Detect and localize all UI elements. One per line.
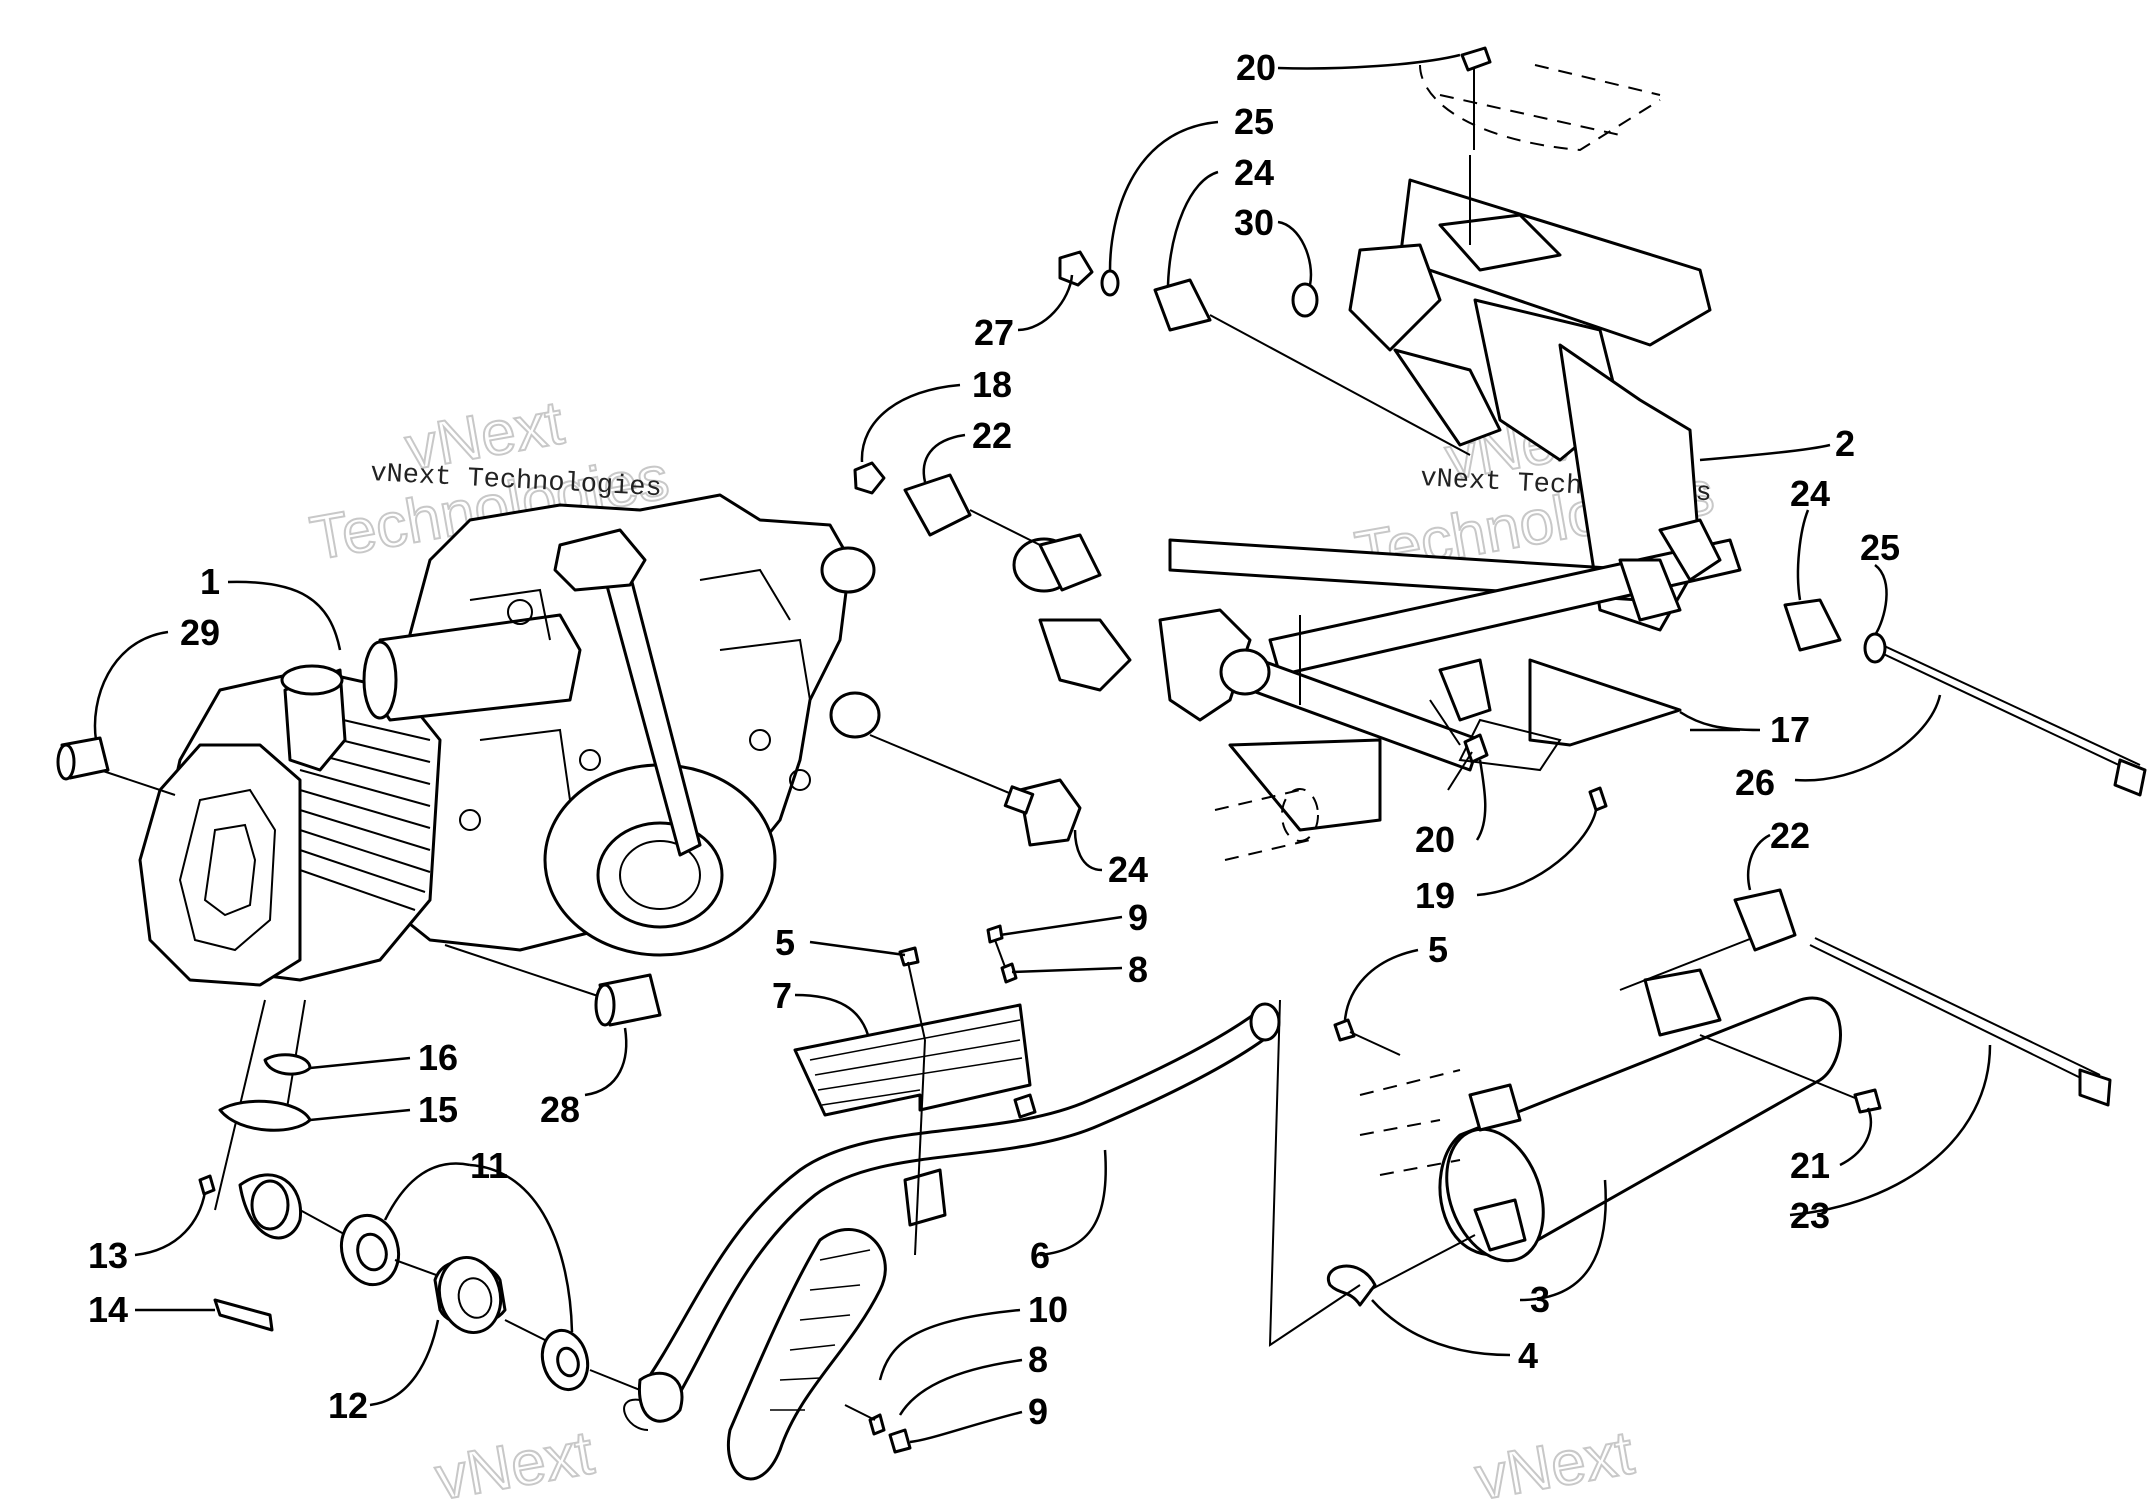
callout-18: 18	[972, 364, 1012, 405]
callout-2: 2	[1835, 423, 1855, 464]
part-21-bolt	[1699, 1034, 1882, 1114]
part-8-lower-leader-line	[844, 1404, 876, 1421]
callout-8-lower: 8	[1028, 1339, 1048, 1380]
part-27-nut	[1058, 250, 1094, 287]
part-22-bottom-bushing	[1733, 888, 1797, 952]
part-25-top-washer	[1100, 269, 1120, 297]
callout-4: 4	[1518, 1335, 1538, 1376]
part-9-lower-screw	[888, 1428, 912, 1454]
callout-3: 3	[1530, 1279, 1550, 1320]
callout-24-engine: 24	[1108, 849, 1148, 890]
part-23-bolt	[1809, 937, 2112, 1107]
part-19-screw	[1588, 786, 1608, 812]
callout-24-right: 24	[1790, 473, 1830, 514]
engine-assembly	[99, 493, 1051, 1001]
part-4-clamp	[1326, 1234, 1476, 1307]
part-28-bushing	[594, 973, 662, 1027]
callout-9-upper: 9	[1128, 897, 1148, 938]
callout-7: 7	[772, 975, 792, 1016]
callout-25-top: 25	[1234, 101, 1274, 142]
callout-17: 17	[1770, 709, 1810, 750]
part-12-coupler	[433, 1255, 507, 1335]
callout-23: 23	[1790, 1195, 1830, 1236]
part-15-flange	[218, 1099, 312, 1132]
callout-8-upper: 8	[1128, 949, 1148, 990]
callout-5-right: 5	[1428, 929, 1448, 970]
part-24-right-bushing	[1783, 598, 1842, 652]
assembly-connector-lines	[1268, 999, 1361, 1347]
callout-27: 27	[974, 312, 1014, 353]
part-10-heat-shield	[727, 1168, 947, 1481]
part-22-top-bushing	[903, 473, 1041, 546]
part-24-top-bushing	[1153, 278, 1471, 456]
part-7-heat-shield	[793, 1003, 1037, 1119]
part-18-nut	[853, 461, 886, 495]
part-20-mid-bolt	[1447, 733, 1489, 791]
callout-14: 14	[88, 1289, 128, 1330]
frame-assembly	[1012, 64, 1742, 861]
part-9-upper-screw	[986, 924, 1009, 976]
watermark-bottom-right-big: vNext	[1470, 1418, 1638, 1506]
part-13-nut	[198, 1174, 216, 1196]
exhaust-pipe	[623, 1002, 1281, 1431]
callout-30: 30	[1234, 202, 1274, 243]
part-5-right-bolt	[1333, 1018, 1401, 1056]
part-5-upper-bolt	[898, 946, 926, 1256]
callout-26: 26	[1735, 762, 1775, 803]
callout-9-lower: 9	[1028, 1391, 1048, 1432]
callout-13: 13	[88, 1235, 128, 1276]
callouts: 20 25 24 30 27 18 22 2 24 25 1 29 17 26 …	[88, 47, 1900, 1432]
callout-21: 21	[1790, 1145, 1830, 1186]
part-16-gasket	[263, 1053, 312, 1076]
callout-10: 10	[1028, 1289, 1068, 1330]
callout-12: 12	[328, 1385, 368, 1426]
watermark-bottom-left-big: vNext	[430, 1418, 598, 1506]
part-24-engine-bushing	[1003, 778, 1082, 847]
part-29-bushing	[56, 736, 110, 781]
callout-16: 16	[418, 1037, 458, 1078]
callout-24-top: 24	[1234, 152, 1274, 193]
intake-flange-group	[198, 999, 641, 1392]
callout-15: 15	[418, 1089, 458, 1130]
part-26-bolt	[1874, 643, 2147, 797]
callout-29: 29	[180, 612, 220, 653]
callout-11: 11	[470, 1145, 508, 1186]
part-14-spring	[213, 1298, 274, 1332]
part-25-right-washer	[1863, 632, 1887, 664]
part-11-gasket-b	[540, 1328, 590, 1392]
leader-lines	[93, 53, 1992, 1444]
callout-19: 19	[1415, 875, 1455, 916]
callout-6: 6	[1030, 1235, 1050, 1276]
callout-1: 1	[200, 561, 220, 602]
callout-22-top: 22	[972, 415, 1012, 456]
muffler-assembly	[1359, 934, 1842, 1263]
part-11-gasket-a	[339, 1213, 401, 1287]
callout-22-bottom: 22	[1770, 815, 1810, 856]
callout-5-upper: 5	[775, 922, 795, 963]
part-8-upper-washer	[1000, 962, 1018, 984]
callout-20-top: 20	[1236, 47, 1276, 88]
callout-28: 28	[540, 1089, 580, 1130]
part-30-cap	[1291, 282, 1319, 318]
callout-20-mid: 20	[1415, 819, 1455, 860]
part-20-top-bolt	[1460, 46, 1492, 150]
callout-25-right: 25	[1860, 527, 1900, 568]
